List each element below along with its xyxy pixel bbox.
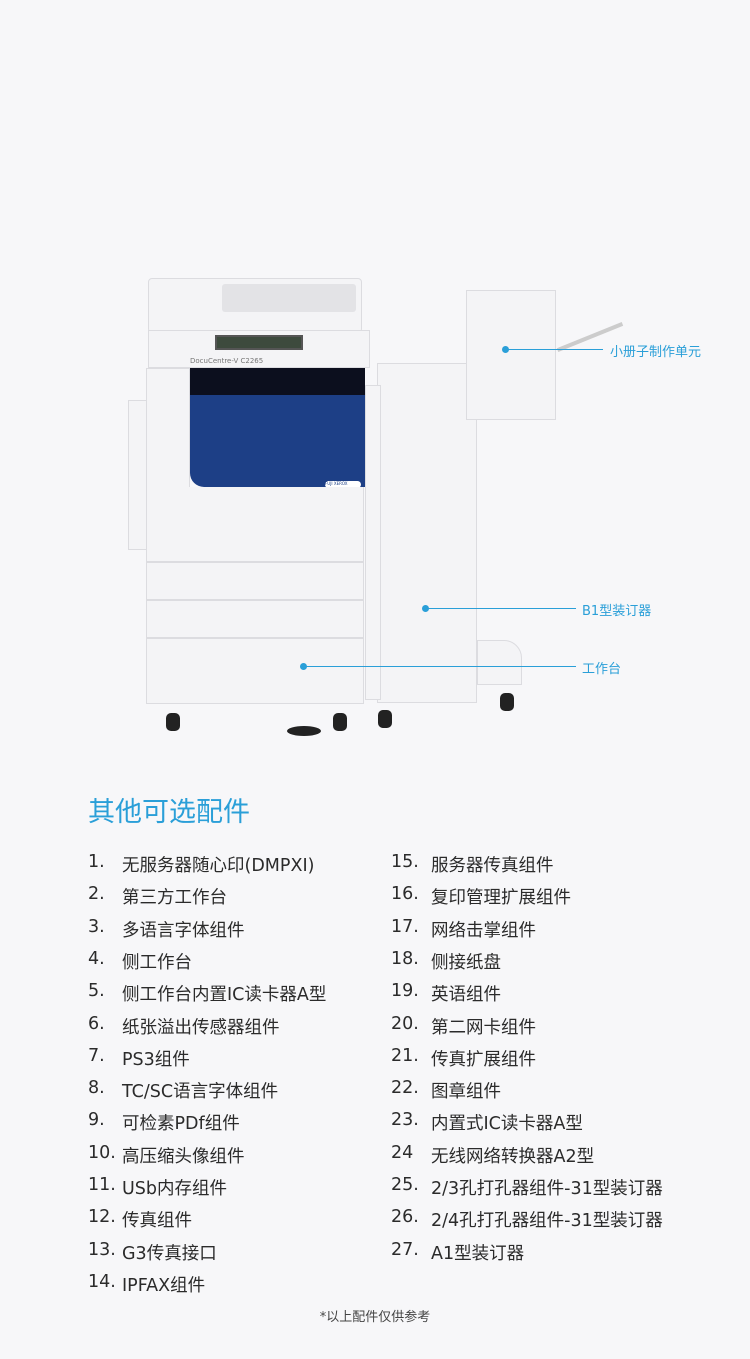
option-text: PS3组件: [122, 1049, 190, 1070]
option-text: 侧接纸盘: [431, 952, 501, 973]
option-number: 24: [391, 1142, 414, 1163]
caster-wheel: [378, 710, 392, 728]
option-number: 14.: [88, 1271, 116, 1292]
callout-dot: [300, 663, 307, 670]
option-number: 10.: [88, 1142, 116, 1163]
option-text: 英语组件: [431, 985, 501, 1006]
option-text: 传真组件: [122, 1211, 192, 1232]
option-text: 图章组件: [431, 1082, 501, 1103]
callout-b1-stapler: B1型装订器: [582, 604, 652, 619]
option-number: 19.: [391, 981, 419, 1002]
callout-workstand: 工作台: [582, 662, 622, 677]
option-number: 13.: [88, 1239, 116, 1260]
lcd-screen: [215, 335, 303, 350]
option-text: 纸张溢出传感器组件: [122, 1017, 280, 1038]
option-number: 6.: [88, 1013, 105, 1034]
finisher-connector: [365, 385, 381, 700]
leveling-foot: [287, 726, 321, 736]
option-number: 15.: [391, 852, 419, 872]
option-text: 内置式IC读卡器A型: [431, 1114, 583, 1135]
brand-badge: FUJI XEROX: [325, 481, 361, 488]
option-text: A1型装订器: [431, 1243, 525, 1264]
option-text: 网络击掌组件: [431, 920, 536, 941]
option-number: 22.: [391, 1078, 419, 1099]
option-number: 3.: [88, 916, 105, 937]
option-text: 无线网络转换器A2型: [431, 1146, 595, 1167]
booklet-unit: [466, 290, 556, 420]
callout-dot: [422, 605, 429, 612]
caster-wheel: [166, 713, 180, 731]
paper-tray-2: [146, 600, 364, 638]
option-text: 侧工作台内置IC读卡器A型: [122, 985, 327, 1006]
option-text: G3传真接口: [122, 1243, 217, 1264]
option-number: 9.: [88, 1110, 105, 1131]
option-number: 8.: [88, 1078, 105, 1099]
option-number: 20.: [391, 1013, 419, 1034]
stand: [146, 638, 364, 704]
option-number: 16.: [391, 884, 419, 905]
option-text: IPFAX组件: [122, 1275, 206, 1296]
caster-wheel: [500, 693, 514, 711]
paper-tray-1: [146, 562, 364, 600]
option-number: 4.: [88, 948, 105, 969]
model-label: DocuCentre-V C2265: [190, 357, 264, 365]
option-number: 21.: [391, 1045, 419, 1066]
option-text: 多语言字体组件: [122, 920, 245, 941]
option-number: 26.: [391, 1207, 419, 1228]
option-number: 11.: [88, 1175, 116, 1195]
option-text: 复印管理扩展组件: [431, 888, 571, 909]
callout-line: [506, 349, 603, 350]
option-text: USb内存组件: [122, 1179, 228, 1199]
callout-line: [426, 608, 576, 609]
option-number: 5.: [88, 981, 105, 1002]
option-number: 7.: [88, 1045, 105, 1066]
callout-booklet-unit: 小册子制作单元: [610, 345, 702, 360]
section-title: 其他可选配件: [88, 797, 250, 828]
option-text: 2/4孔打孔器组件-31型装订器: [431, 1211, 663, 1232]
caster-wheel: [333, 713, 347, 731]
callout-line: [304, 666, 576, 667]
option-text: 服务器传真组件: [431, 856, 554, 876]
finisher-body: [377, 363, 477, 703]
front-cover: [190, 395, 382, 487]
callout-dot: [502, 346, 509, 353]
finisher-base: [477, 640, 522, 685]
option-number: 27.: [391, 1239, 419, 1260]
option-number: 23.: [391, 1110, 419, 1131]
body-lower: [146, 487, 364, 562]
option-text: 传真扩展组件: [431, 1049, 536, 1070]
feeder-tray: [222, 284, 356, 312]
option-number: 18.: [391, 948, 419, 969]
option-text: 无服务器随心印(DMPXI): [122, 856, 315, 876]
option-text: TC/SC语言字体组件: [122, 1082, 279, 1103]
option-text: 高压缩头像组件: [122, 1146, 245, 1167]
option-text: 侧工作台: [122, 952, 192, 973]
option-number: 25.: [391, 1175, 419, 1195]
option-text: 第二网卡组件: [431, 1017, 536, 1038]
option-number: 1.: [88, 852, 105, 872]
option-number: 2.: [88, 884, 105, 905]
option-number: 17.: [391, 916, 419, 937]
option-text: 第三方工作台: [122, 888, 227, 909]
option-text: 2/3孔打孔器组件-31型装订器: [431, 1179, 663, 1199]
output-area: [190, 368, 365, 398]
option-number: 12.: [88, 1207, 116, 1228]
footnote: *以上配件仅供参考: [319, 1310, 431, 1325]
option-text: 可检素PDf组件: [122, 1114, 240, 1135]
